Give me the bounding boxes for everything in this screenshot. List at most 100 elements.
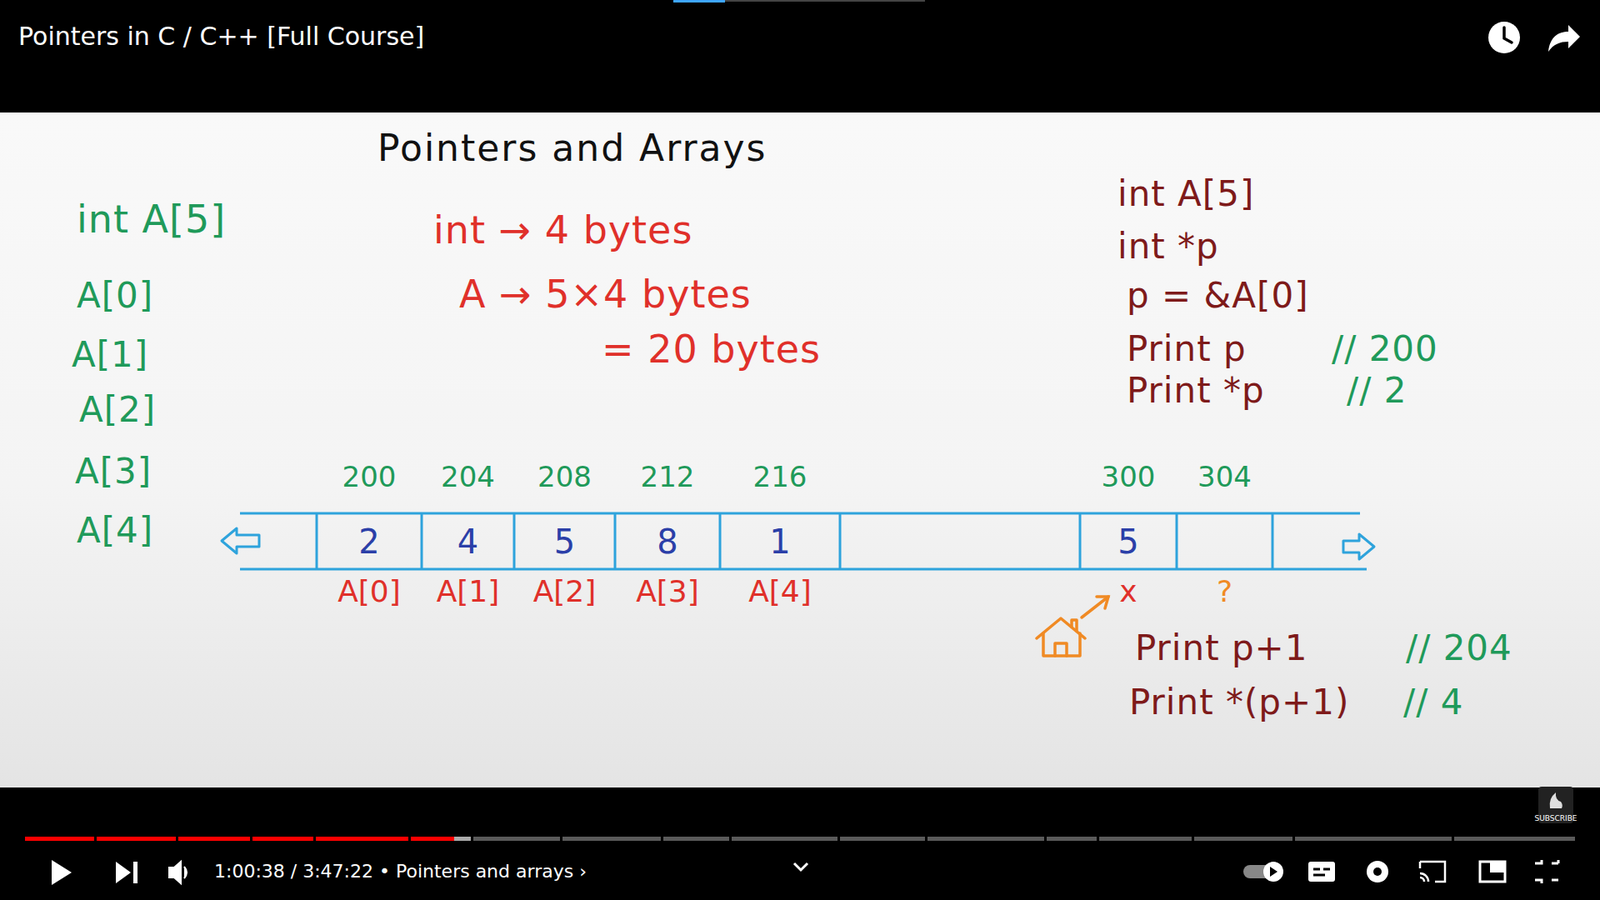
chevron-icon bbox=[794, 863, 808, 870]
cell-name: ? bbox=[1216, 575, 1233, 609]
next-icon bbox=[115, 861, 138, 884]
output-comment: // 204 bbox=[1405, 628, 1513, 669]
address-label: 204 bbox=[440, 461, 495, 493]
element-name: A[1] bbox=[71, 335, 149, 375]
share-icon bbox=[1548, 25, 1580, 52]
house-icon bbox=[1043, 633, 1080, 656]
output-comment: // 2 bbox=[1346, 370, 1407, 411]
memory-cell: 2085A[2] bbox=[515, 515, 614, 568]
progress-bar bbox=[250, 836, 253, 841]
captions-icon bbox=[1308, 861, 1335, 882]
progress-bar bbox=[25, 836, 1575, 841]
memory-strip bbox=[240, 512, 1360, 515]
left-arrow bbox=[221, 528, 260, 554]
board-title: Pointers and Arrays bbox=[377, 127, 768, 170]
code-line: int *p bbox=[1117, 226, 1220, 267]
miniplayer-icon bbox=[1490, 860, 1505, 873]
size-note: A → 5×4 bytes bbox=[459, 272, 752, 317]
memory-strip bbox=[420, 513, 424, 570]
address-label: 300 bbox=[1101, 461, 1156, 493]
progress-bar bbox=[454, 836, 471, 841]
time-display: 1:00:38 / 3:47:22 • Pointers and arrays … bbox=[214, 860, 587, 882]
element-name: A[4] bbox=[76, 510, 154, 551]
cell-name: x bbox=[1119, 575, 1137, 609]
progress-bar bbox=[1451, 836, 1455, 841]
progress-bar bbox=[94, 836, 97, 841]
address-label: 208 bbox=[537, 461, 592, 493]
cell-value: 5 bbox=[1117, 523, 1139, 560]
autoplay-toggle bbox=[1270, 866, 1278, 877]
cell-value: 8 bbox=[656, 523, 678, 560]
loading-bar bbox=[673, 0, 725, 3]
title-bar bbox=[0, 0, 1600, 113]
array-declaration: int A[5] bbox=[76, 197, 226, 242]
address-label: 212 bbox=[640, 461, 695, 493]
progress-bar bbox=[470, 836, 474, 841]
watermark-text: SUBSCRIBE bbox=[1534, 814, 1577, 823]
progress-bar bbox=[408, 836, 411, 841]
element-name: A[3] bbox=[75, 451, 152, 492]
progress-bar bbox=[1044, 836, 1047, 841]
memory-strip bbox=[614, 513, 617, 570]
watch-later-icon bbox=[1504, 27, 1512, 43]
cell-name: A[1] bbox=[436, 575, 500, 609]
pointer-arrow bbox=[1081, 596, 1109, 618]
pointer-arrow bbox=[1081, 596, 1109, 618]
memory-cell: 2161A[4] bbox=[721, 515, 839, 568]
memory-strip bbox=[839, 513, 842, 570]
cell-name: A[4] bbox=[748, 575, 812, 609]
right-arrow bbox=[1343, 534, 1375, 560]
memory-cell: 304? bbox=[1178, 515, 1271, 568]
miniplayer-icon bbox=[1480, 861, 1505, 882]
play-icon bbox=[51, 860, 72, 885]
right-arrow bbox=[1343, 534, 1375, 560]
memory-cell: 2128A[3] bbox=[616, 515, 719, 568]
progress-bar bbox=[660, 836, 664, 841]
cell-name: A[2] bbox=[533, 575, 597, 609]
code-line: Print p+1 bbox=[1135, 628, 1309, 669]
memory-strip bbox=[513, 513, 516, 570]
code-line: p = &A[0] bbox=[1126, 275, 1310, 316]
video-title: Pointers in C / C++ [Full Course] bbox=[18, 22, 425, 52]
cell-name: A[0] bbox=[337, 575, 401, 609]
house-icon bbox=[1036, 618, 1085, 656]
memory-strip bbox=[1271, 513, 1275, 570]
memory-strip bbox=[240, 513, 1367, 570]
progress-bar bbox=[1096, 836, 1100, 841]
share-icon bbox=[1548, 25, 1580, 52]
progress-bar bbox=[25, 836, 1575, 841]
progress-bar bbox=[1191, 836, 1195, 841]
code-line: Print *(p+1) bbox=[1129, 682, 1350, 723]
captions-icon bbox=[1313, 869, 1330, 875]
progress-bar bbox=[1292, 836, 1295, 841]
house-icon bbox=[1055, 643, 1067, 656]
cell-value: 4 bbox=[457, 523, 479, 560]
element-name: A[2] bbox=[79, 390, 156, 430]
address-label: 304 bbox=[1197, 461, 1252, 493]
autoplay-toggle bbox=[1263, 861, 1284, 882]
element-name: A[0] bbox=[76, 275, 154, 316]
watch-later-icon bbox=[1488, 21, 1520, 54]
progress-bar bbox=[175, 836, 179, 841]
size-note: = 20 bytes bbox=[601, 327, 821, 372]
progress-bar bbox=[925, 836, 928, 841]
cell-value: 5 bbox=[554, 523, 575, 560]
progress-bar bbox=[729, 836, 732, 841]
memory-strip bbox=[1175, 513, 1179, 570]
progress-bar bbox=[560, 836, 563, 841]
fullscreen-icon bbox=[1535, 860, 1559, 884]
volume-icon bbox=[169, 861, 187, 884]
whiteboard bbox=[0, 112, 1600, 788]
channel-watermark bbox=[1550, 792, 1563, 809]
control-bar bbox=[0, 787, 1600, 900]
progress-bar bbox=[313, 836, 316, 841]
code-line: Print *p bbox=[1126, 370, 1265, 411]
cast-icon bbox=[1420, 861, 1445, 882]
loading-bar bbox=[725, 0, 925, 2]
settings-icon bbox=[1373, 867, 1382, 876]
address-label: 216 bbox=[753, 461, 808, 493]
settings-icon bbox=[1366, 860, 1389, 883]
output-comment: // 200 bbox=[1331, 329, 1439, 370]
code-line: Print p bbox=[1126, 329, 1247, 370]
